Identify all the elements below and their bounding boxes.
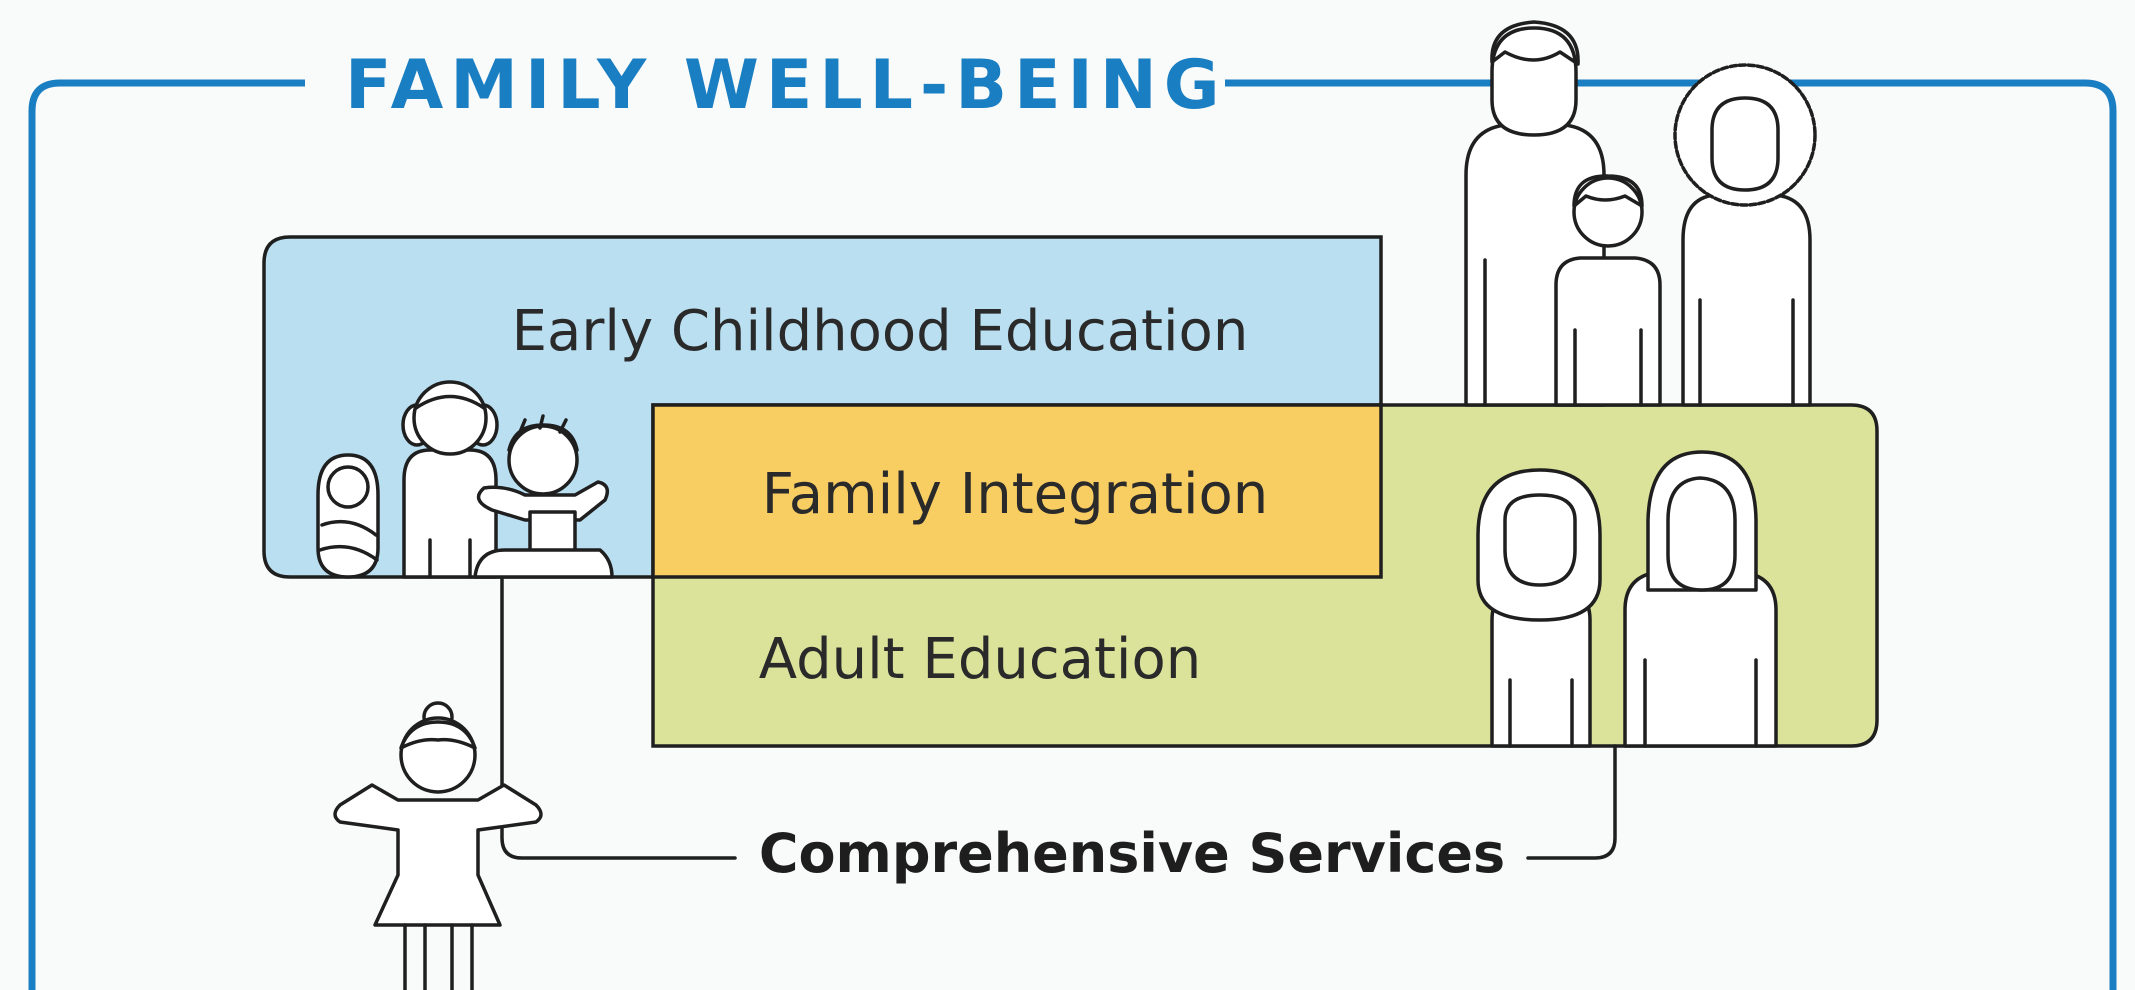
mother-icon [1673, 63, 1817, 407]
girl-with-pigtails-icon [401, 380, 499, 579]
toddler-icon [473, 414, 614, 579]
woman-with-hijab-icon [1476, 468, 1602, 748]
comprehensive-services-label: Comprehensive Services [759, 822, 1505, 885]
services-connector-right [1526, 744, 1617, 860]
baby-icon [316, 453, 380, 579]
adult-education-label: Adult Education [759, 627, 1201, 692]
family-integration-label: Family Integration [762, 462, 1269, 527]
page-title: FAMILY WELL-BEING [345, 46, 1227, 125]
boy-icon [1554, 174, 1662, 407]
early-childhood-label: Early Childhood Education [512, 299, 1249, 364]
woman-long-hair-icon [1623, 450, 1778, 748]
services-connector-left [500, 575, 737, 860]
outer-frame [28, 79, 2117, 990]
child-with-bun-icon [333, 701, 543, 990]
family-integration-box [651, 403, 1383, 579]
